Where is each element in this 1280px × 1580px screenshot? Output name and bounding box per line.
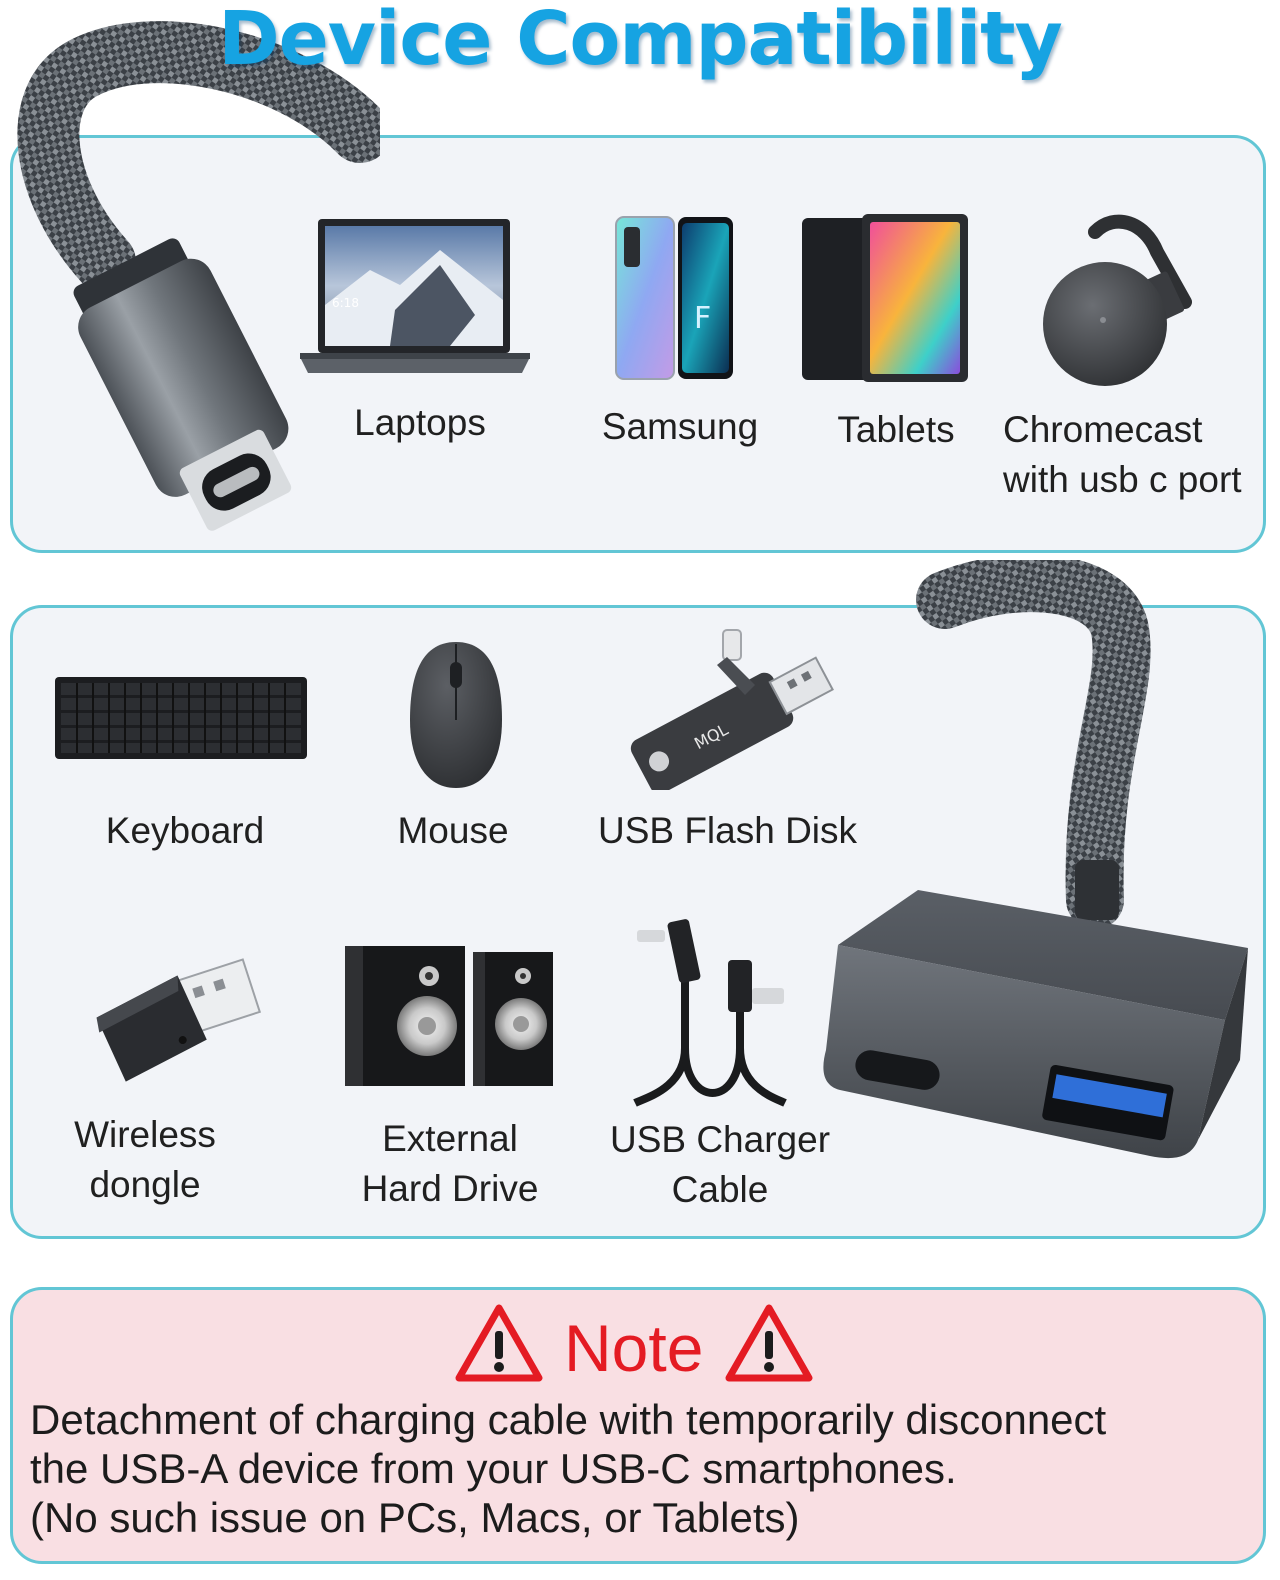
note-line-1: Detachment of charging cable with tempor… <box>30 1396 1107 1443</box>
device-label-usb-charger-cable: USB Charger Cable <box>600 1115 840 1215</box>
device-label-laptops: Laptops <box>354 402 486 443</box>
device-label-wireless-line1: Wireless <box>74 1114 216 1155</box>
page-title: Device Compatibility <box>218 0 1063 82</box>
tablet-icon <box>802 214 968 382</box>
warning-icon <box>455 1304 543 1382</box>
device-label-chromecast-line2: with usb c port <box>1003 459 1242 500</box>
device-label-tablets: Tablets <box>837 409 955 450</box>
device-label-external-line1: External <box>382 1118 518 1159</box>
usb-flash-disk-icon: MQL <box>630 629 834 790</box>
chromecast-icon <box>1043 214 1192 386</box>
usb-c-cable-icon <box>17 21 380 531</box>
note-panel <box>10 1287 1266 1564</box>
device-label-charger-line2: Cable <box>671 1169 769 1210</box>
note-line-3: (No such issue on PCs, Macs, or Tablets) <box>30 1494 800 1541</box>
device-label-chromecast-line1: Chromecast <box>1003 409 1203 450</box>
keyboard-icon <box>55 677 307 759</box>
device-label-external-hard-drive: External Hard Drive <box>350 1114 550 1214</box>
device-label-wireless-dongle: Wireless dongle <box>45 1110 245 1210</box>
mouse-icon <box>410 642 502 788</box>
note-line-2: the USB-A device from your USB-C smartph… <box>30 1445 957 1492</box>
laptop-icon: 6:18 <box>300 219 530 373</box>
device-label-chromecast: Chromecast with usb c port <box>1003 405 1263 505</box>
device-label-charger-line1: USB Charger <box>609 1119 831 1160</box>
svg-text:F: F <box>694 301 711 336</box>
laptop-screen-time: 6:18 <box>332 296 359 310</box>
wireless-dongle-icon <box>96 958 262 1082</box>
speakers-icon <box>345 946 553 1086</box>
device-label-mouse: Mouse <box>397 810 509 851</box>
device-label-wireless-line2: dongle <box>89 1164 201 1205</box>
warning-icon-right <box>725 1304 813 1382</box>
smartphone-icon: F <box>615 216 733 380</box>
note-title: Note <box>564 1311 704 1385</box>
device-label-usb-flash-disk: USB Flash Disk <box>597 810 858 851</box>
device-label-samsung: Samsung <box>601 406 759 447</box>
device-label-keyboard: Keyboard <box>105 810 265 851</box>
charger-cable-icon <box>633 919 787 1107</box>
device-label-external-line2: Hard Drive <box>361 1168 539 1209</box>
usb-c-adapter-icon <box>823 560 1248 1159</box>
